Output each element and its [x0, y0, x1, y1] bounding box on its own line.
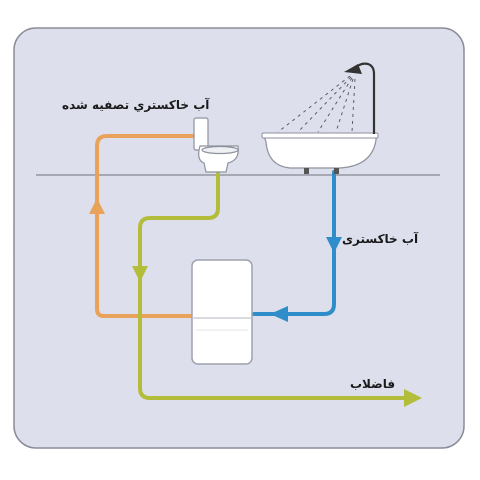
- toilet-icon: [193, 117, 239, 173]
- greywater-line: [252, 170, 336, 316]
- greywater-flow-arrow-down: [326, 237, 342, 253]
- purified-greywater-label: آب خاکستري تصفيه شده: [62, 98, 210, 112]
- shower-head-icon: [277, 62, 376, 134]
- greywater-flow-arrow-left: [270, 306, 288, 322]
- sewage-label: فاضلاب: [350, 377, 396, 391]
- treatment-tank-icon: [191, 259, 253, 365]
- sewage-flow-arrow-down: [132, 266, 148, 282]
- bathtub-icon: [261, 132, 379, 174]
- purified-flow-arrow-up: [89, 198, 105, 214]
- greywater-label: آب خاکستری: [342, 232, 419, 246]
- sewage-flow-arrow-right: [404, 389, 422, 407]
- purified-greywater-line: [95, 134, 196, 318]
- sewage-line: [138, 170, 410, 400]
